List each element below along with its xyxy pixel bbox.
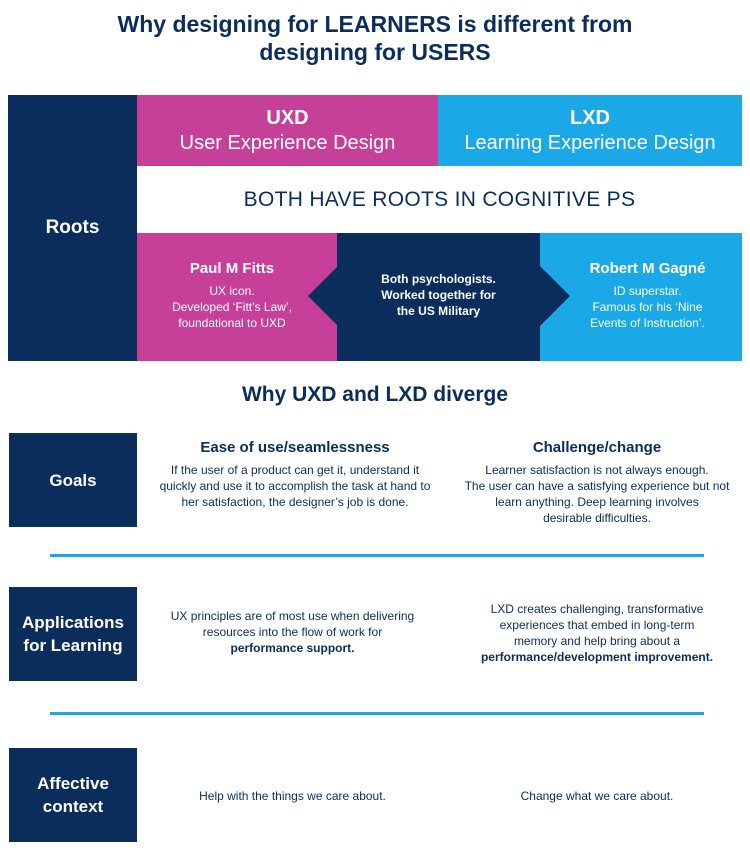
shared-text: Both psychologists. Worked together for … (337, 271, 540, 319)
goals-ux-heading: Ease of use/seamlessness (200, 439, 390, 456)
applications-lx-bold: performance/development improvement. (480, 650, 714, 664)
affective-ux-column: Help with the things we care about. (150, 788, 435, 804)
divider-2 (50, 712, 704, 715)
fitts-panel: Paul M Fitts UX icon. Developed ‘Fitt’s … (137, 233, 337, 361)
uxd-header: UXD User Experience Design (137, 95, 438, 166)
applications-lx-line2: experiences that embed in long-term (499, 618, 695, 632)
roots-label: Roots (8, 95, 137, 361)
fitts-line3: foundational to UXD (178, 316, 286, 330)
gagne-line1: ID superstar. (613, 284, 682, 298)
shared-line2: Worked together for (381, 288, 496, 302)
lxd-abbr: LXD (570, 106, 610, 129)
shared-line3: the US Military (396, 304, 481, 318)
divider-1 (50, 554, 704, 557)
affective-lx-text: Change what we care about. (520, 789, 674, 803)
shared-line1: Both psychologists. (381, 272, 496, 286)
fitts-line2: Developed ‘Fitt’s Law’, (172, 300, 292, 314)
goals-lx-line2: The user can have a satisfying experienc… (464, 479, 730, 493)
affective-lx-column: Change what we care about. (452, 788, 742, 804)
goals-lx-line3: learn anything. Deep learning involves (495, 495, 699, 509)
gagne-line2: Famous for his ‘Nine (592, 300, 703, 314)
goals-label: Goals (9, 433, 137, 527)
arrow-left-icon (308, 266, 338, 326)
gagne-text: Robert M Gagné ID superstar. Famous for … (560, 261, 735, 331)
roots-label-text: Roots (45, 217, 100, 238)
fitts-name: Paul M Fitts (189, 260, 275, 277)
gagne-line3: Events of Instruction’. (590, 316, 705, 330)
shared-roots-text: BOTH HAVE ROOTS IN COGNITIVE PS (243, 187, 636, 211)
section-subtitle: Why UXD and LXD diverge (0, 383, 750, 407)
section-subtitle-text: Why UXD and LXD diverge (241, 383, 509, 406)
uxd-fullname: User Experience Design (179, 131, 396, 154)
applications-label-line2: for Learning (23, 636, 123, 655)
applications-lx-line3: memory and help bring about a (513, 634, 681, 648)
goals-ux-line2: quickly and use it to accomplish the tas… (159, 479, 431, 493)
gagne-panel: Robert M Gagné ID superstar. Famous for … (540, 233, 742, 361)
shared-panel: Both psychologists. Worked together for … (337, 233, 540, 361)
applications-ux-line2: resources into the flow of work for (202, 625, 383, 639)
applications-ux-bold: performance support. (230, 641, 355, 655)
affective-label: Affective context (9, 748, 137, 842)
goals-label-text: Goals (49, 470, 97, 490)
affective-label-line2: context (42, 797, 104, 816)
gagne-name: Robert M Gagné (589, 260, 706, 277)
arrow-right-icon (540, 266, 570, 326)
fitts-text: Paul M Fitts UX icon. Developed ‘Fitt’s … (147, 261, 317, 331)
applications-label-line1: Applications (21, 613, 124, 632)
goals-lx-heading: Challenge/change (532, 439, 662, 456)
shared-roots-banner: BOTH HAVE ROOTS IN COGNITIVE PS (137, 166, 742, 233)
applications-ux-line1: UX principles are of most use when deliv… (170, 609, 415, 623)
page-title: Why designing for LEARNERS is different … (0, 10, 750, 66)
goals-lx-column: Challenge/change Learner satisfaction is… (452, 440, 742, 526)
lxd-fullname: Learning Experience Design (464, 131, 716, 154)
affective-ux-text: Help with the things we care about. (199, 789, 386, 803)
goals-ux-line3: her satisfaction, the designer’s job is … (181, 495, 409, 509)
goals-lx-line4: desirable difficulties. (543, 511, 651, 525)
page-title-line2: designing for USERS (259, 39, 491, 65)
uxd-abbr: UXD (266, 106, 309, 129)
applications-label: Applications for Learning (9, 587, 137, 681)
goals-ux-line1: If the user of a product can get it, und… (170, 463, 420, 477)
lxd-header: LXD Learning Experience Design (438, 95, 742, 166)
goals-ux-column: Ease of use/seamlessness If the user of … (150, 440, 440, 510)
applications-lx-column: LXD creates challenging, transformative … (452, 601, 742, 665)
applications-lx-line1: LXD creates challenging, transformative (490, 602, 704, 616)
fitts-line1: UX icon. (209, 284, 255, 298)
page-title-line1: Why designing for LEARNERS is different … (117, 11, 633, 37)
goals-lx-line1: Learner satisfaction is not always enoug… (485, 463, 709, 477)
applications-ux-column: UX principles are of most use when deliv… (150, 608, 435, 656)
affective-label-line1: Affective (37, 774, 109, 793)
